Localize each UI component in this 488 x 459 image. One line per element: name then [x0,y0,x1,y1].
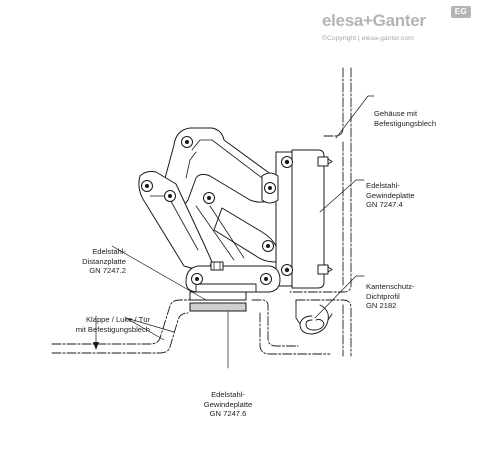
leader-edge-seal [314,275,365,319]
threaded-plate-bottom [189,302,247,312]
door-arrow-head [93,342,99,350]
leader-lines [95,95,375,369]
eg-badge: EG [451,6,471,18]
hinge-base-upper [275,149,333,289]
leader-door-1 [125,317,165,341]
leader-housing [335,95,375,139]
leader-threaded-plate-top [319,179,365,213]
leader-spacer-plate [111,245,207,301]
hinge-link-left [138,171,245,271]
hinge-base-lower [185,261,281,293]
copyright-text: ©Copyright | elesa-ganter.com [322,35,414,42]
spacer-plate [189,291,247,301]
housing-outline [289,67,352,357]
hinge-link-upper [160,127,279,263]
door-outline [51,299,331,355]
elesa-ganter-logo: elesa+Ganter EG ©Copyright | elesa-gante… [322,6,474,49]
leader-door-2 [125,317,175,333]
logo-wordmark: elesa+Ganter [322,11,426,30]
edge-seal-profile [295,299,333,335]
